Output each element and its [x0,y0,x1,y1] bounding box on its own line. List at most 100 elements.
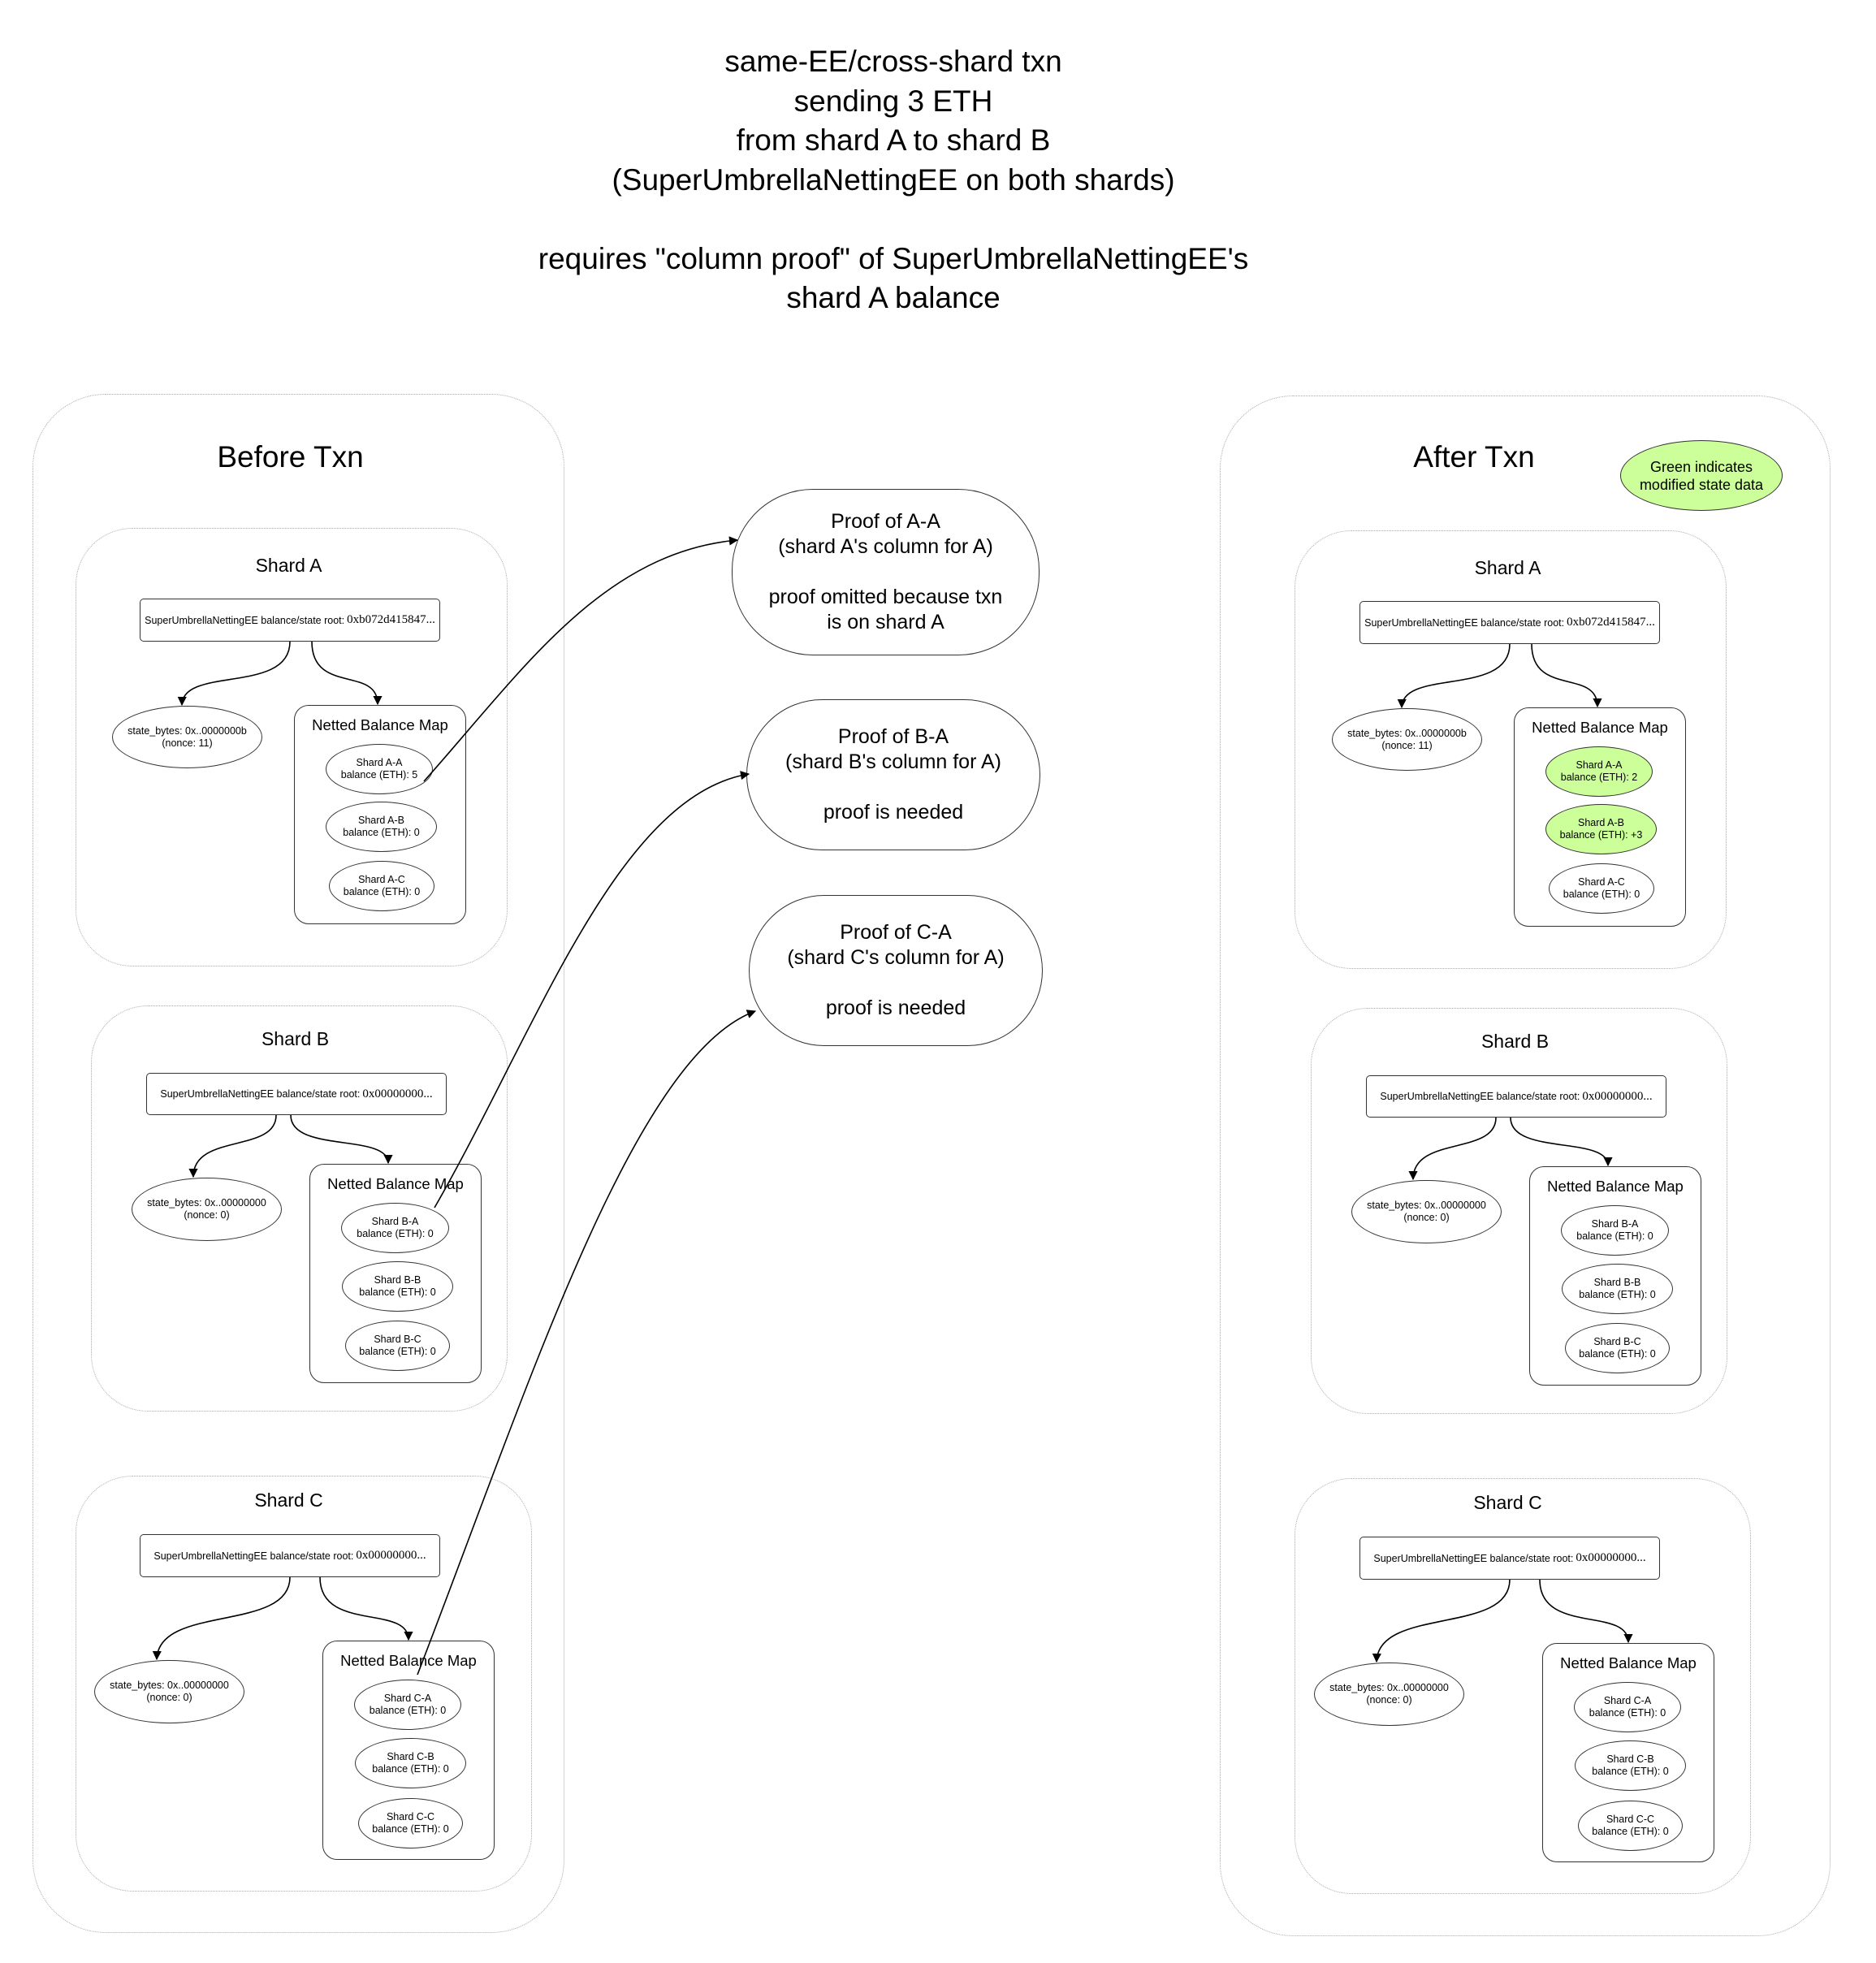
after-shard-a [1295,530,1727,969]
edge-root-to-state [177,641,291,707]
balance-node-c-b: Shard C-B balance (ETH): 0 [1575,1740,1686,1791]
balance-node-b-b: Shard B-B balance (ETH): 0 [342,1261,453,1312]
state-root-label: SuperUmbrellaNettingEE balance/state roo… [1380,1091,1580,1102]
state-root-box: SuperUmbrellaNettingEE balance/state roo… [140,599,440,642]
proof-line: proof is needed [823,801,964,824]
state-bytes-value: state_bytes: 0x..00000000 [110,1680,229,1691]
state-bytes-value: state_bytes: 0x..00000000 [1329,1682,1449,1693]
proof-line: Proof of B-A [837,725,949,748]
netted-balance-map-title: Netted Balance Map [1547,1178,1684,1195]
balance-node-c-a: Shard C-A balance (ETH): 0 [354,1680,461,1730]
shard-title: Shard B [1480,1031,1550,1052]
balance-node-a-a: Shard A-A balance (ETH): 5 [326,744,433,794]
balance-value: balance (ETH): 0 [1579,1348,1656,1360]
state-root-hash: 0x00000000... [1576,1551,1646,1564]
after-shard-c [1295,1478,1751,1894]
balance-node-c-c: Shard C-C balance (ETH): 0 [1578,1801,1683,1851]
shard-title: Shard C [1473,1492,1542,1513]
state-bytes-node: state_bytes: 0x..0000000b (nonce: 11) [112,706,262,768]
before-panel-title: Before Txn [217,440,364,473]
diagram-title: same-EE/cross-shard txn sending 3 ETH fr… [370,42,1417,318]
balance-node-c-c: Shard C-C balance (ETH): 0 [358,1798,463,1848]
state-root-box: SuperUmbrellaNettingEE balance/state roo… [146,1073,447,1115]
balance-node-c-a: Shard C-A balance (ETH): 0 [1574,1682,1681,1732]
balance-value: balance (ETH): 2 [1560,772,1638,783]
legend-line: modified state data [1639,476,1764,493]
balance-name: Shard A-A [1576,759,1623,771]
title-line: sending 3 ETH [793,84,993,118]
balance-node-b-c: Shard B-C balance (ETH): 0 [345,1321,450,1371]
state-root-label: SuperUmbrellaNettingEE balance/state roo… [160,1088,361,1100]
after-panel-title: After Txn [1413,440,1535,473]
title-line: from shard A to shard B [736,123,1051,157]
balance-name: Shard B-B [374,1274,421,1286]
shard-title: Shard A [255,555,322,576]
balance-value: balance (ETH): 0 [1576,1230,1653,1242]
state-root-hash: 0xb072d415847... [1567,616,1655,629]
balance-node-b-a: Shard B-A balance (ETH): 0 [341,1203,449,1253]
balance-value: balance (ETH): 0 [359,1346,436,1357]
state-bytes-node: state_bytes: 0x..0000000b (nonce: 11) [1332,708,1482,771]
balance-name: Shard A-B [1578,817,1624,828]
netted-balance-map-title: Netted Balance Map [312,716,448,733]
proof-a-a: Proof of A-A (shard A's column for A) pr… [732,489,1040,655]
proof-line: Proof of C-A [840,921,952,944]
proof-arrow-b-a [434,771,750,1208]
nonce-value: (nonce: 11) [1381,739,1433,751]
balance-name: Shard B-C [1593,1336,1641,1347]
balance-value: balance (ETH): 0 [1563,889,1640,900]
balance-node-b-c: Shard B-C balance (ETH): 0 [1565,1323,1670,1373]
balance-value: balance (ETH): 0 [372,1763,449,1775]
balance-node-a-c: Shard A-C balance (ETH): 0 [1549,863,1654,914]
before-shard-c [76,1476,532,1892]
nonce-value: (nonce: 0) [184,1209,230,1221]
state-root-label: SuperUmbrellaNettingEE balance/state roo… [1364,616,1565,629]
nonce-value: (nonce: 0) [1366,1694,1412,1706]
proof-line: is on shard A [827,611,944,633]
state-bytes-value: state_bytes: 0x..0000000b [1347,727,1467,739]
edge-root-to-map [311,641,383,706]
state-bytes-node: state_bytes: 0x..00000000 (nonce: 0) [94,1660,244,1723]
state-root-box: SuperUmbrellaNettingEE balance/state roo… [1359,601,1660,644]
state-bytes-value: state_bytes: 0x..00000000 [1367,1200,1486,1211]
balance-name: Shard A-C [1578,876,1625,888]
after-shard-b [1311,1008,1727,1414]
edge-root-to-state [1408,1117,1497,1181]
state-bytes-node: state_bytes: 0x..00000000 (nonce: 0) [1314,1662,1464,1726]
shard-title: Shard A [1474,557,1541,578]
balance-node-a-b: Shard A-B balance (ETH): 0 [326,802,437,852]
state-root-box: SuperUmbrellaNettingEE balance/state roo… [1366,1075,1666,1118]
state-bytes-value: state_bytes: 0x..0000000b [128,724,247,737]
proof-c-a: Proof of C-A (shard C's column for A) pr… [749,895,1043,1046]
proof-line: (shard C's column for A) [787,946,1005,969]
balance-value: balance (ETH): 0 [357,1228,434,1239]
balance-name: Shard C-B [1606,1753,1654,1765]
edge-root-to-state [188,1114,277,1178]
balance-node-c-b: Shard C-B balance (ETH): 0 [355,1738,466,1788]
state-root-hash: 0x00000000... [1582,1089,1653,1103]
state-root-hash: 0x00000000... [356,1549,426,1562]
edge-root-to-map [1539,1579,1633,1644]
netted-balance-map-title: Netted Balance Map [1532,719,1668,736]
balance-name: Shard B-A [371,1216,419,1227]
before-shard-b [91,1005,508,1412]
state-root-label: SuperUmbrellaNettingEE balance/state roo… [145,614,345,626]
state-bytes-value: state_bytes: 0x..00000000 [147,1197,266,1208]
balance-name: Shard C-C [386,1811,435,1822]
legend-line: Green indicates [1649,458,1753,475]
proof-line: (shard B's column for A) [785,750,1001,773]
edge-root-to-state [152,1576,291,1661]
state-root-hash: 0xb072d415847... [347,613,435,626]
balance-value: balance (ETH): 0 [1589,1707,1666,1719]
balance-node-a-b-modified: Shard A-B balance (ETH): +3 [1545,804,1657,854]
balance-name: Shard A-C [358,874,405,885]
balance-value: balance (ETH): 0 [1592,1766,1669,1777]
balance-node-b-b: Shard B-B balance (ETH): 0 [1562,1264,1673,1314]
state-root-box: SuperUmbrellaNettingEE balance/state roo… [1359,1537,1660,1580]
proof-b-a: Proof of B-A (shard B's column for A) pr… [746,699,1040,850]
title-line: (SuperUmbrellaNettingEE on both shards) [612,162,1175,197]
state-bytes-node: state_bytes: 0x..00000000 (nonce: 0) [1351,1180,1502,1243]
balance-value: balance (ETH): +3 [1559,829,1643,841]
state-bytes-node: state_bytes: 0x..00000000 (nonce: 0) [132,1178,282,1241]
before-panel [32,394,564,1933]
